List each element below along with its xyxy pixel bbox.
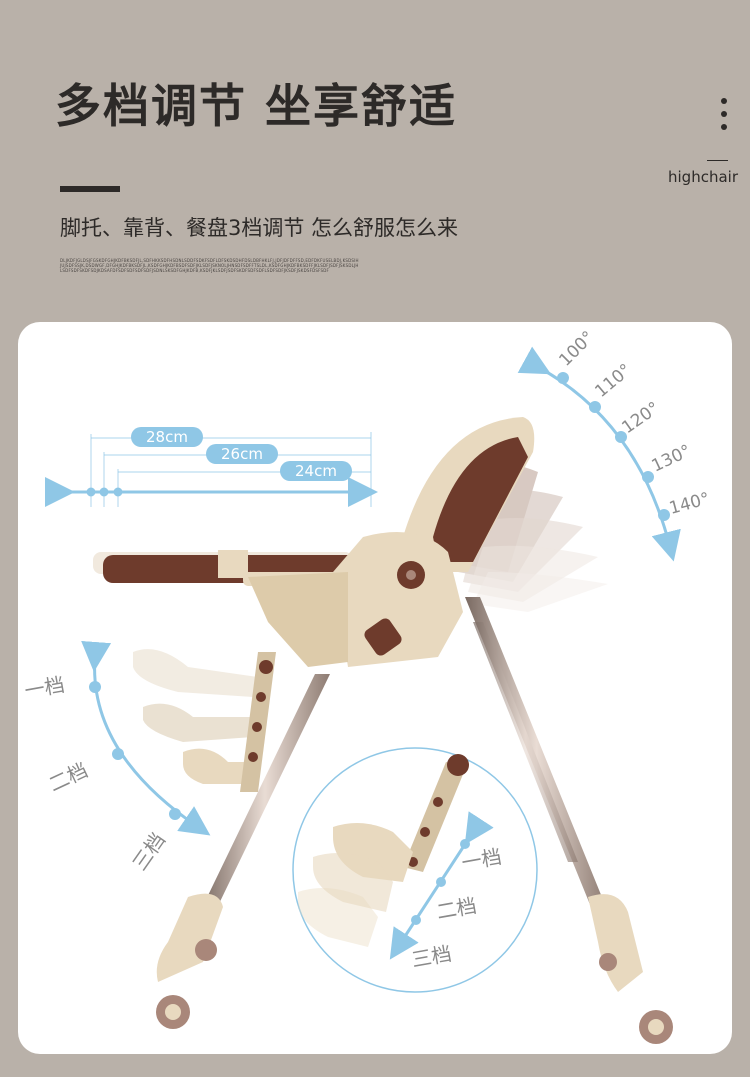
angle-120: 120°: [618, 398, 663, 438]
title-underline: [60, 186, 120, 192]
brand-label: highchair: [668, 168, 738, 186]
backrest-angle-arc: 100° 110° 120° 130° 140°: [517, 327, 712, 562]
frame-legs: [156, 597, 673, 1044]
footrest-level-1: 一档: [23, 672, 67, 703]
angle-140: 140°: [667, 489, 712, 519]
vertical-dots-icon[interactable]: [719, 98, 729, 137]
product-panel: 28cm 26cm 24cm 100° 110° 120° 130° 140° …: [18, 322, 732, 1054]
footrest: [133, 649, 276, 792]
backrest: [403, 417, 535, 572]
tray-label-28: 28cm: [146, 428, 188, 446]
tray-dimension-labels: 28cm 26cm 24cm: [131, 427, 352, 481]
angle-130: 130°: [649, 441, 695, 476]
angle-110: 110°: [591, 360, 635, 402]
seat-body: [248, 532, 463, 667]
footrest-detail-inset: 一档 二档 三档: [292, 747, 538, 993]
page-title: 多档调节 坐享舒适: [55, 79, 458, 133]
footrest-level-3: 三档: [127, 828, 170, 875]
highchair-illustration: 28cm 26cm 24cm 100° 110° 120° 130° 140° …: [23, 327, 712, 1044]
page-subtitle: 脚托、靠背、餐盘3档调节 怎么舒服怎么来: [60, 216, 459, 240]
angle-100: 100°: [555, 327, 598, 370]
brand-divider: [707, 160, 728, 161]
footrest-level-2: 二档: [45, 758, 91, 797]
fine-print: DLJKDFJGLDSJFGSKDFGHJKDFBKSDFJL,SDFHKKSD…: [60, 258, 359, 273]
tray-label-24: 24cm: [295, 462, 337, 480]
tray-label-26: 26cm: [221, 445, 263, 463]
